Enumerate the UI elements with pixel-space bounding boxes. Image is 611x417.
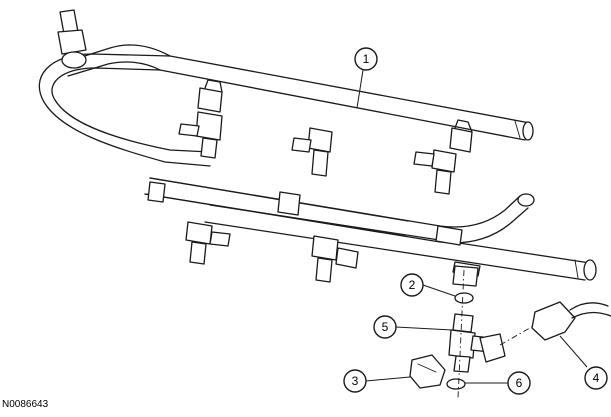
electrical-connector [479,333,506,363]
o-ring-upper [454,292,474,304]
callout-3: 3 [343,369,411,393]
callout-2: 2 [400,273,456,297]
o-ring-lower [446,378,466,390]
lower-injector-2 [311,235,359,283]
upper-injector-3 [413,149,457,195]
assembly-axis-vertical [457,269,465,399]
wiring-harness-connector [531,301,611,341]
svg-text:2: 2 [409,278,416,292]
callout-1: 1 [354,47,378,109]
svg-text:4: 4 [593,371,600,385]
upper-injector-1 [178,111,223,159]
svg-text:5: 5 [382,320,389,334]
callout-4: 4 [559,335,608,390]
lower-fuel-rail [144,177,597,281]
svg-text:3: 3 [352,374,359,388]
injector-cup-clip [452,265,479,287]
assembly-axis-connector [499,324,536,346]
callout-6: 6 [465,371,531,395]
upper-injector-2 [291,127,333,177]
callout-5: 5 [373,315,453,339]
retaining-clip [409,354,446,389]
figure-reference: N0086643 [2,399,49,410]
svg-text:6: 6 [516,376,523,390]
lower-injector-1 [185,221,231,265]
svg-text:1: 1 [363,52,370,66]
upper-fuel-rail [38,44,534,167]
pressure-sensor-fitting [57,9,87,69]
